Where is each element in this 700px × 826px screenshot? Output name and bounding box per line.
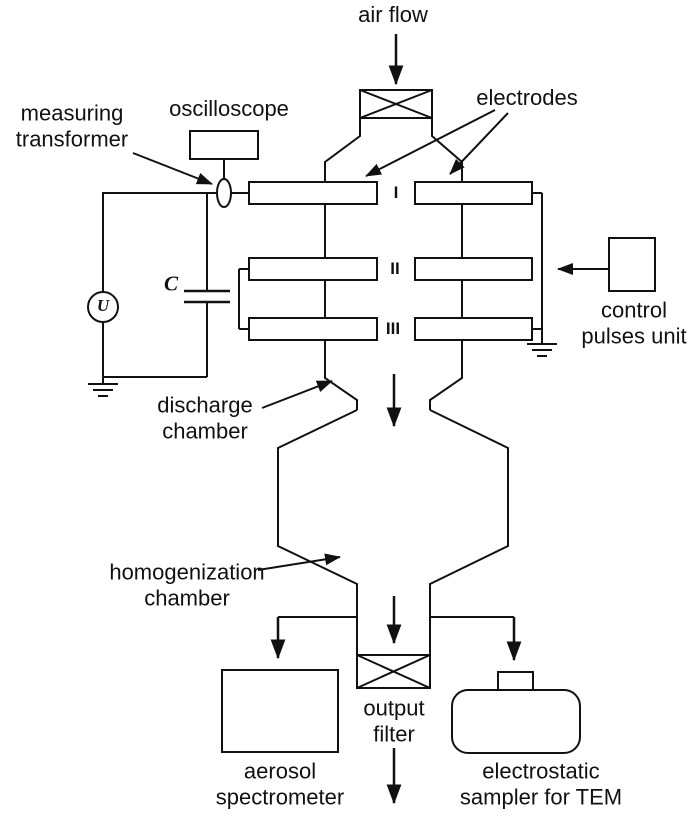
measuring-transformer-symbol [216, 178, 232, 208]
measuring-transformer-arrow [132, 152, 213, 185]
voltage-source-symbol [87, 291, 119, 323]
electrode-plate-right-1 [414, 181, 533, 205]
flow-arrows [270, 34, 522, 805]
oscilloscope-box [189, 130, 259, 160]
measuring-transformer-label: measuring transformer [15, 100, 129, 152]
output-filter-label: output filter [363, 695, 425, 747]
electrode-plate-right-3 [414, 317, 533, 341]
electrode-plates [248, 181, 533, 341]
ground-icon-right [527, 337, 557, 357]
electrode-plate-right-2 [414, 257, 533, 281]
control-pulses-unit-label: control pulses unit [581, 297, 687, 349]
homogenization-chamber-label: homogenization chamber [109, 559, 265, 611]
electrode-plate-left-2 [248, 257, 378, 281]
electrode-stage-2-label: II [390, 259, 400, 278]
electrodes-label: electrodes [476, 84, 578, 110]
electrostatic-sampler-box [451, 671, 581, 754]
discharge-chamber-label: discharge chamber [157, 392, 253, 444]
aerosol-spectrometer-label: aerosol spectrometer [215, 758, 345, 810]
electrode-plate-left-1 [248, 181, 378, 205]
input-filter-symbol [359, 89, 433, 119]
aerosol-spectrometer-box [221, 669, 339, 753]
ground-icon-left [88, 377, 118, 397]
output-filter-symbol [356, 654, 431, 689]
electrode-stage-3-label: III [385, 319, 401, 338]
electrode-plate-left-3 [248, 317, 378, 341]
discharge-chamber-arrow [261, 380, 333, 409]
homogenization-chamber-outline [277, 409, 509, 655]
capacitor-label: C [163, 271, 179, 296]
voltage-source-label: U [96, 296, 110, 315]
electrodes-arrow-left [365, 109, 496, 177]
control-pulses-unit-box [608, 237, 656, 292]
oscilloscope-label: oscilloscope [169, 95, 289, 121]
electrostatic-sampler-label: electrostatic sampler for TEM [459, 758, 623, 810]
annotation-arrows [132, 109, 609, 571]
electrode-stage-1-label: I [393, 183, 399, 202]
air-flow-label: air flow [358, 1, 428, 27]
electrodes-arrow-right [449, 112, 509, 175]
homogenization-chamber-arrow [257, 553, 341, 571]
capacitor-symbol [184, 289, 230, 304]
